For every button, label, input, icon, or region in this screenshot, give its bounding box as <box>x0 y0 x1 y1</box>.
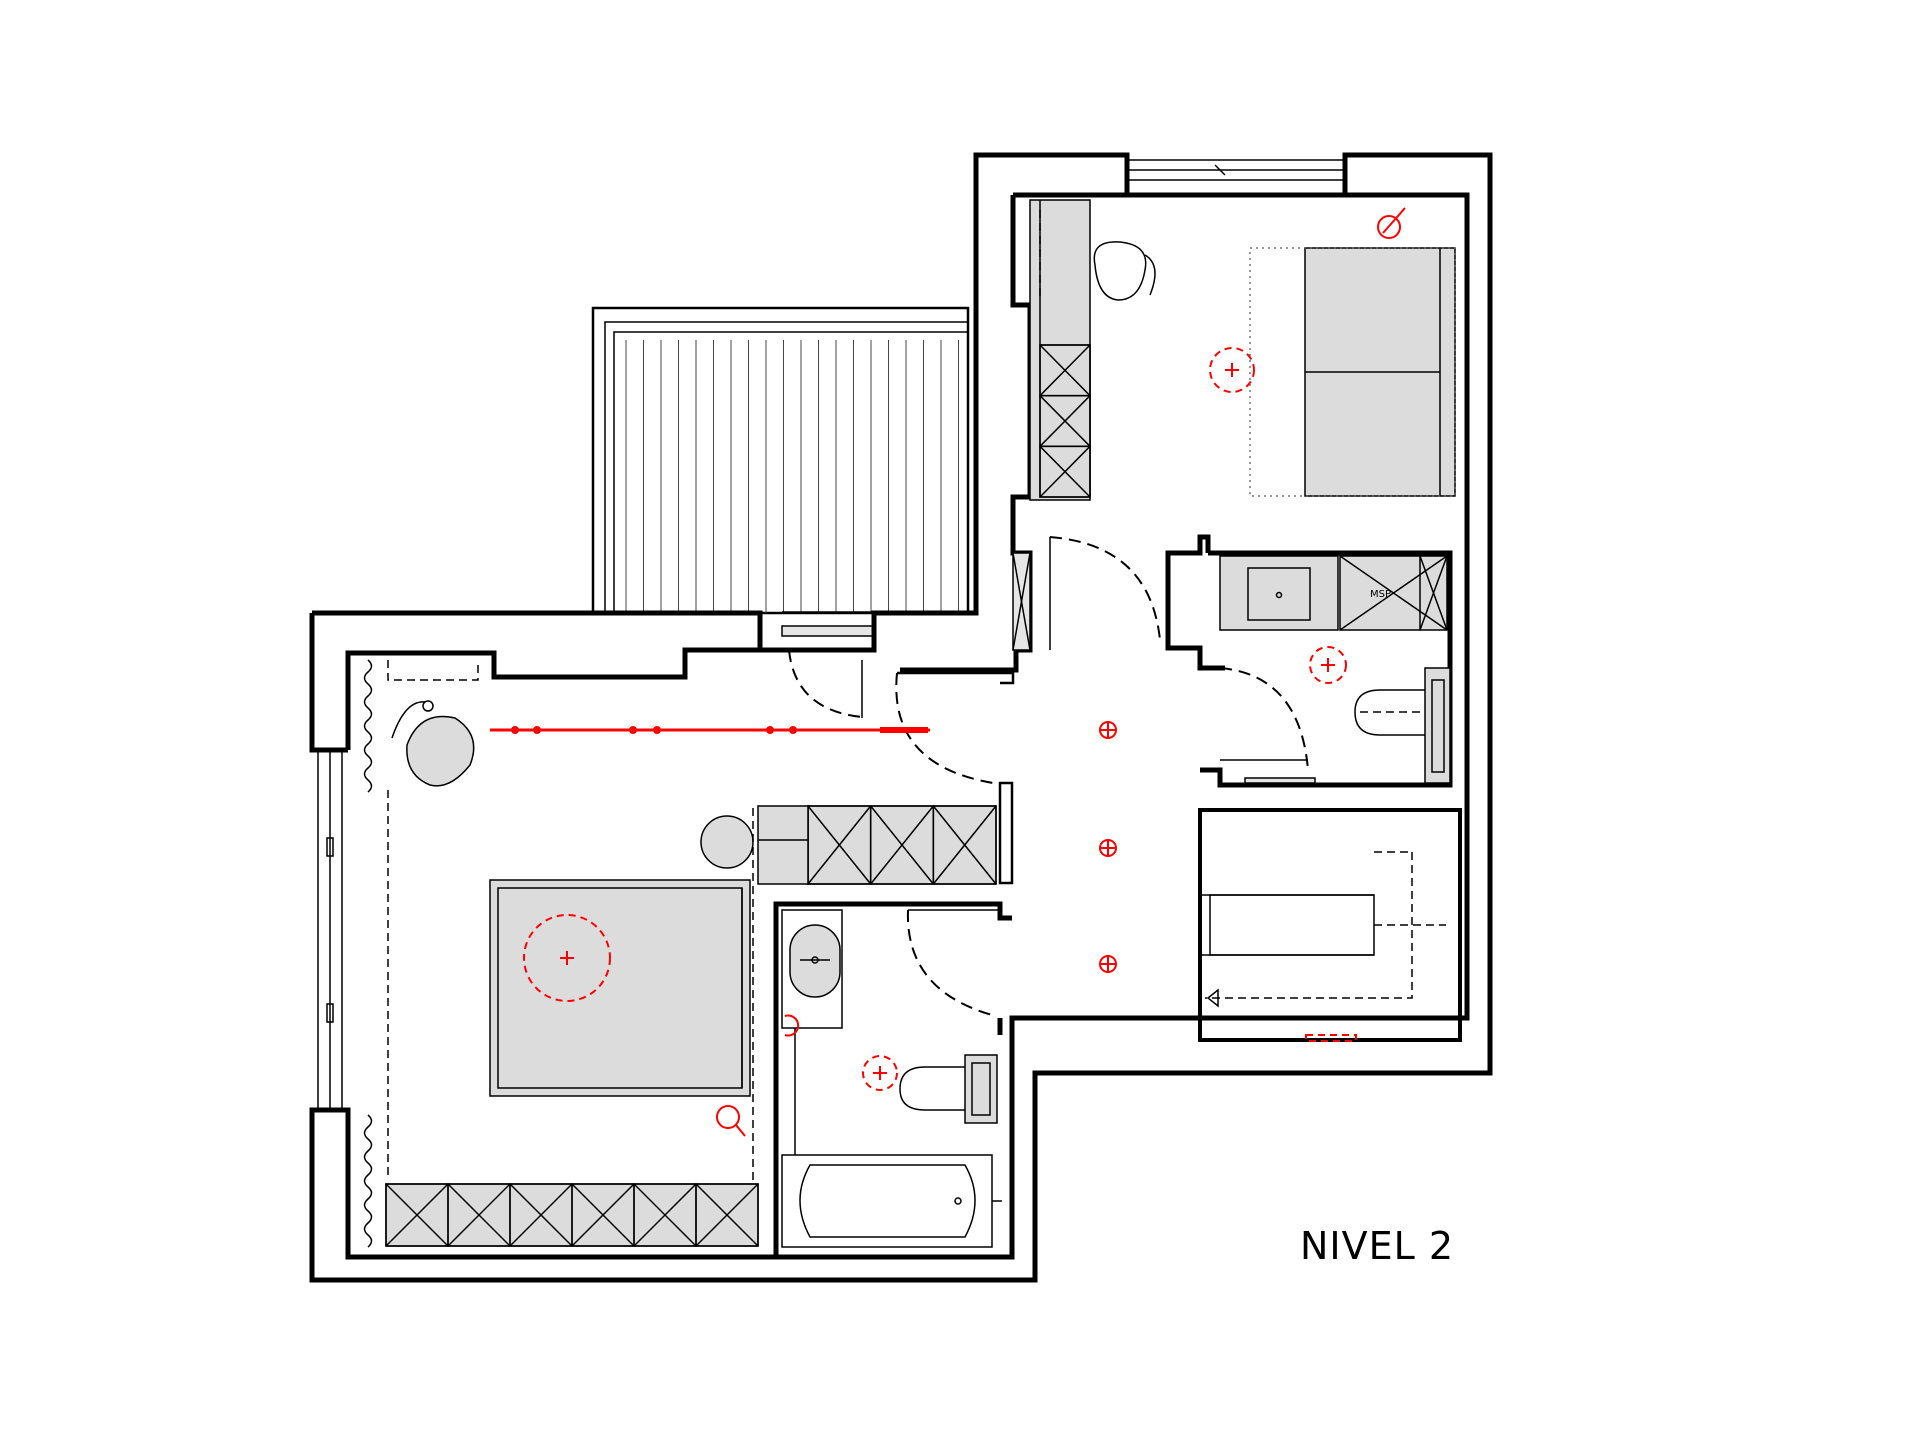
cabinet-label: MSP <box>1370 589 1391 600</box>
lamp-icon <box>1377 207 1406 239</box>
door-swing-icon <box>788 649 863 718</box>
door-swing-icon <box>895 672 994 784</box>
wardrobe-cross <box>807 805 872 885</box>
wardrobe-cross <box>509 1183 573 1247</box>
wardrobe-cross <box>1039 344 1091 397</box>
terrace <box>591 306 970 637</box>
door-swing-icon <box>1219 667 1309 771</box>
bedroom <box>363 659 997 1248</box>
toilet-icon <box>899 1054 998 1124</box>
window-top <box>1126 159 1346 181</box>
bed <box>489 879 751 1097</box>
toilet-icon <box>1354 667 1451 784</box>
curtain-icon <box>363 659 373 793</box>
bathtub-icon <box>781 1154 1002 1248</box>
lamp-icon <box>784 1014 800 1037</box>
window-left <box>317 749 343 1111</box>
level-label: NIVEL 2 <box>1300 1224 1455 1268</box>
ceiling-light-icon <box>1099 955 1117 973</box>
wardrobe-cross <box>571 1183 635 1247</box>
wardrobe-cross <box>1039 445 1091 498</box>
wardrobe-cross <box>1039 395 1091 447</box>
wardrobe-cross <box>695 1183 759 1247</box>
staircase <box>1200 851 1446 1042</box>
wardrobe-door <box>695 1183 759 1247</box>
chair-icon <box>1093 241 1156 301</box>
ceiling-light-icon <box>1209 347 1255 393</box>
door-swing-icon <box>1049 536 1161 641</box>
sink-icon <box>781 909 843 1155</box>
terrace-decking <box>625 340 959 613</box>
wardrobe-bottom <box>385 1183 759 1247</box>
sofa <box>1249 247 1456 497</box>
curtain-icon <box>363 1114 373 1248</box>
wardrobe-door <box>932 805 997 885</box>
wardrobe-right <box>807 805 997 885</box>
interior-walls <box>773 534 1462 1257</box>
wardrobe-cross <box>385 1183 449 1247</box>
wardrobe-cross <box>447 1183 511 1247</box>
door-swings <box>788 536 1316 1016</box>
wardrobe-cross <box>870 805 934 885</box>
study-room <box>1012 199 1456 651</box>
ceiling-light-icon <box>1099 721 1117 739</box>
ceiling-light-icon <box>1099 839 1117 857</box>
ceiling-light-icon <box>1309 646 1347 684</box>
ceiling-light-icon <box>862 1055 898 1091</box>
stair-arrow-icon <box>1206 988 1219 1008</box>
electrical-layout <box>490 207 1406 1137</box>
door-swing-icon <box>906 909 993 1016</box>
wardrobe-cross <box>633 1183 697 1247</box>
ceiling-light-icon <box>523 914 611 1002</box>
bathroom-small: MSP <box>1219 555 1451 784</box>
wardrobe-door <box>1039 445 1091 498</box>
wardrobe-cross <box>932 805 997 885</box>
bathroom-main <box>781 909 1002 1248</box>
lamp-icon <box>716 1105 746 1137</box>
wardrobe-study <box>1039 344 1091 498</box>
chair-icon <box>391 700 475 787</box>
